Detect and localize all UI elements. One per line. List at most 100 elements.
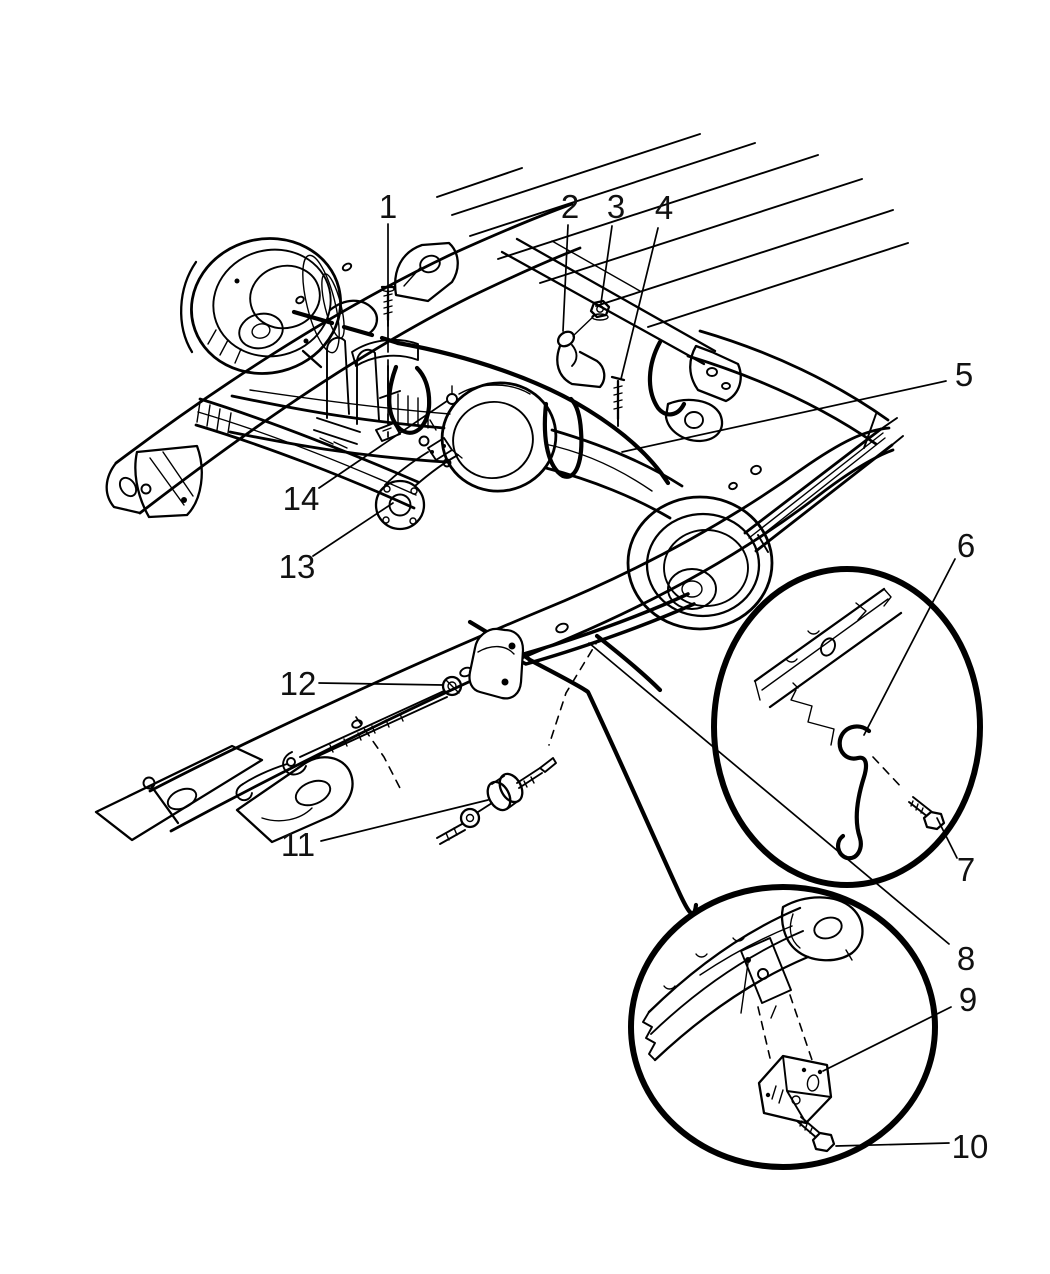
frame-rail-upper-left xyxy=(105,202,582,519)
equalizer-bracket xyxy=(468,627,525,700)
leader-3 xyxy=(600,225,613,304)
right-leaf-spring xyxy=(743,413,904,553)
cable-guide xyxy=(328,299,379,336)
hook-pin xyxy=(150,785,180,825)
inset-rail-edge xyxy=(753,587,886,683)
hub-center xyxy=(681,580,703,598)
drum-ring xyxy=(645,512,761,618)
stud-wire xyxy=(740,962,777,1019)
u-bolt xyxy=(356,348,380,425)
axle-tube-right-top xyxy=(550,428,684,488)
rail-end-cap xyxy=(105,461,142,515)
hook-rod xyxy=(242,763,288,785)
spring-plate-hatch xyxy=(319,437,348,449)
horn-hole xyxy=(166,787,198,811)
spring-hanger-bracket xyxy=(664,398,724,443)
pinion-flange-item13 xyxy=(374,479,426,531)
drum-stud xyxy=(303,338,309,344)
inset-tick-marks xyxy=(785,630,820,663)
gusset-plate xyxy=(134,444,203,519)
drum-depth-edge xyxy=(180,260,198,354)
spring-edge xyxy=(754,443,894,553)
callout-labels: 1 2 3 4 5 6 7 8 9 10 11 12 13 14 xyxy=(279,188,989,1165)
junction-block xyxy=(427,437,453,461)
mount-plate-hole xyxy=(757,968,769,980)
rail-bottom-edge xyxy=(169,448,895,833)
ball-end xyxy=(459,807,481,829)
rail-top-edge xyxy=(114,202,574,465)
inset-rail-hole xyxy=(820,637,836,657)
mount-ear-bracket xyxy=(394,241,459,303)
rail-top-edge xyxy=(148,426,891,793)
hub-center xyxy=(251,323,271,339)
ghost-line-to-bolt xyxy=(872,756,904,790)
bolt4-threads xyxy=(613,385,623,410)
backing-plate-edge xyxy=(302,254,340,354)
gusset-rivet xyxy=(181,497,187,503)
foot-hole xyxy=(721,382,731,390)
callout-12: 12 xyxy=(280,665,317,702)
connector-rod xyxy=(436,823,466,845)
front-lug-bracket xyxy=(235,756,354,844)
bracket9-hatch xyxy=(771,1085,784,1104)
callout-9: 9 xyxy=(959,981,977,1018)
detail-circle-lower xyxy=(628,884,938,1170)
axle-tube-left-bottom xyxy=(228,430,448,464)
inset-rail-ends xyxy=(754,588,892,701)
spring-edge xyxy=(194,423,416,510)
mount-stud xyxy=(745,957,751,963)
leader-6 xyxy=(863,558,956,736)
rail-hole xyxy=(555,622,569,634)
rail-hole xyxy=(295,295,305,305)
grommet-center xyxy=(447,681,457,691)
channel-cross-section xyxy=(642,1011,656,1061)
rail-hole xyxy=(351,719,363,729)
leader-4 xyxy=(620,227,659,380)
hose-loop xyxy=(647,339,687,417)
leader-5 xyxy=(621,380,947,453)
cable-loop-right xyxy=(542,396,584,479)
floor-line xyxy=(595,209,894,307)
spring-clamp xyxy=(757,534,769,553)
floor-line xyxy=(539,178,863,284)
callout-2: 2 xyxy=(561,188,579,225)
bolt4-head xyxy=(610,375,626,382)
floor-line xyxy=(647,242,909,328)
stud-threads xyxy=(523,776,535,788)
leader-9 xyxy=(822,1006,952,1072)
axle-tube-right-line xyxy=(544,443,653,492)
callout-4: 4 xyxy=(655,189,673,226)
inset-rail-flange xyxy=(761,598,889,691)
stud xyxy=(516,767,543,789)
drum-outer xyxy=(626,495,774,631)
nut-center xyxy=(596,305,604,313)
cast-bracket-lines xyxy=(789,913,853,961)
differential-cover xyxy=(452,400,534,480)
callout-3: 3 xyxy=(607,188,625,225)
bushing-ring xyxy=(498,772,524,804)
left-brake-drum xyxy=(180,237,345,375)
crossmember-foot xyxy=(689,344,742,403)
frame-rail-lower xyxy=(94,426,895,844)
cable-clamp xyxy=(375,422,401,442)
cable-loop-left xyxy=(387,364,432,435)
bolt10-hex-head xyxy=(811,1131,836,1153)
background-floor-lines xyxy=(436,133,909,328)
spring-hatch xyxy=(196,401,232,434)
drum-face-ring xyxy=(212,248,332,358)
rail-bottom-edge xyxy=(138,246,582,515)
front-horn-plate xyxy=(94,744,264,842)
bolt7-hex-head xyxy=(922,810,946,831)
stud-tip xyxy=(539,757,557,773)
callout-11: 11 xyxy=(281,826,315,863)
bracket9-stud xyxy=(801,1067,807,1073)
spring-tip xyxy=(880,417,904,446)
hub xyxy=(667,568,717,610)
bracket9-stud xyxy=(765,1092,771,1098)
ghost-line xyxy=(548,636,601,746)
spring-plate xyxy=(313,417,361,445)
leader-14 xyxy=(318,400,448,489)
callout-13: 13 xyxy=(279,548,316,585)
bracket9-hole xyxy=(791,1095,801,1105)
clip-tab xyxy=(571,344,578,367)
